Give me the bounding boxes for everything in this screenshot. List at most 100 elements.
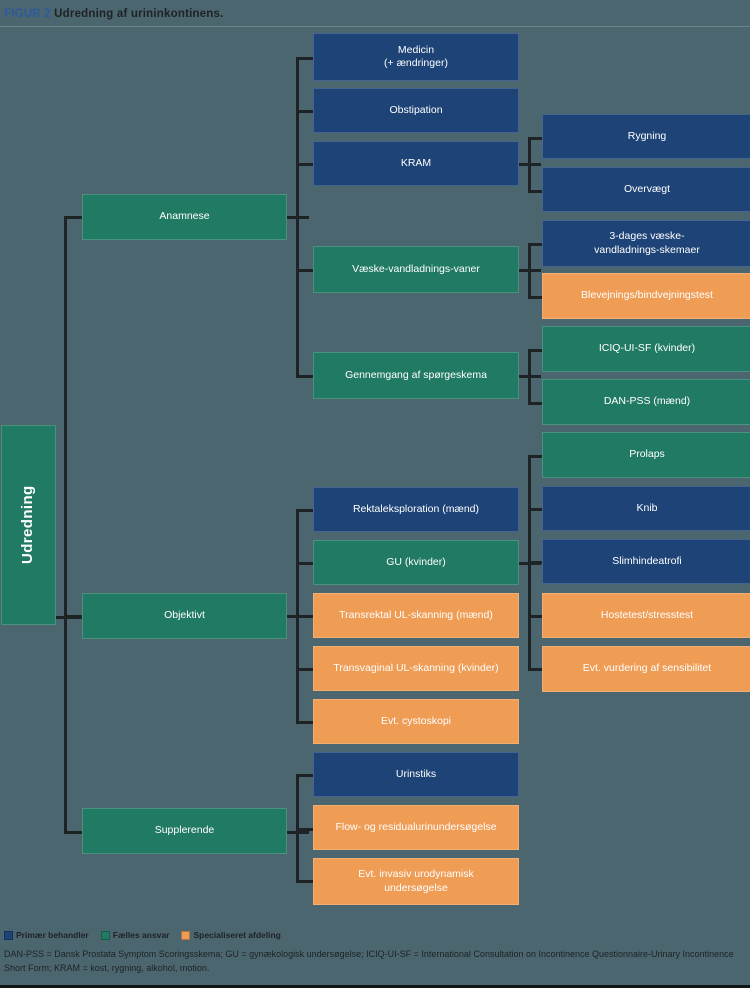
- connector-supplerende-urodynamisk: [296, 880, 314, 883]
- node-rektaleksploration[interactable]: Rektaleksploration (mænd): [313, 487, 519, 532]
- node-label-line2: (+ ændringer): [384, 57, 448, 69]
- connector-spoergeskema-spine: [528, 349, 531, 405]
- connector-supplerende-urinstiks: [296, 774, 314, 777]
- connector-anamnese-obstipation: [296, 110, 314, 113]
- node-label: Obstipation: [389, 103, 443, 116]
- node-label: Slimhindeatrofi: [612, 554, 682, 567]
- node-label: Supplerende: [154, 824, 215, 837]
- connector-objektivt-cystoskopi: [296, 721, 314, 724]
- connector-to-anamnese: [64, 216, 84, 219]
- connector-kram-spine: [528, 137, 531, 193]
- legend-swatch-green-icon: [100, 930, 110, 940]
- node-evt-vurdering-sensibilitet[interactable]: Evt. vurdering af sensibilitet: [542, 646, 750, 692]
- node-supplerende[interactable]: Supplerende: [82, 808, 287, 854]
- node-label: Urinstiks: [395, 767, 437, 780]
- connector-vaeske-spine: [528, 243, 531, 299]
- node-evt-invasiv-urodynamisk[interactable]: Evt. invasiv urodynamisk undersøgelse: [313, 858, 519, 905]
- node-urinstiks[interactable]: Urinstiks: [313, 752, 519, 797]
- footer-divider: [0, 985, 750, 988]
- node-transrektal-ul[interactable]: Transrektal UL-skanning (mænd): [313, 593, 519, 638]
- node-label: Prolaps: [629, 448, 665, 461]
- node-label: ICIQ-UI-SF (kvinder): [598, 342, 696, 355]
- legend-swatch-orange-icon: [181, 930, 191, 940]
- legend: Primær behandler Fælles ansvar Specialis…: [4, 930, 286, 940]
- connector-anamnese-spoergeskema: [296, 375, 314, 378]
- connector-gu-prolaps: [528, 455, 542, 458]
- page-title: Udredning af urininkontinens.: [54, 8, 224, 20]
- connector-spoergeskema-danpss: [528, 402, 542, 405]
- node-label: Hostetest/stresstest: [600, 608, 694, 621]
- node-label: Blevejnings/bindvejningstest: [581, 289, 713, 302]
- node-hostetest-stresstest[interactable]: Hostetest/stresstest: [542, 593, 750, 638]
- connector-anamnese-vaeske: [296, 269, 314, 272]
- node-label-line1: Evt. invasiv urodynamisk: [358, 868, 474, 881]
- node-label-line1: Medicin: [397, 43, 435, 56]
- node-vaeske-vandladnings-vaner[interactable]: Væske-vandladnings-vaner: [313, 246, 519, 293]
- figure-footnote: DAN-PSS = Dansk Prostata Symptom Scoring…: [4, 949, 734, 973]
- node-label: Rektaleksploration (mænd): [352, 502, 480, 515]
- node-3-dages-skemaer[interactable]: 3-dages væske- vandladnings-skemaer: [542, 220, 750, 267]
- node-label: Evt. cystoskopi: [380, 714, 452, 727]
- node-label: Udredning: [19, 485, 37, 565]
- connector-gu-hostetest: [528, 615, 542, 618]
- figure-header: FIGUR 2 Udredning af urininkontinens.: [4, 8, 224, 20]
- node-gu-kvinder[interactable]: GU (kvinder): [313, 540, 519, 585]
- node-udredning[interactable]: Udredning: [1, 425, 56, 625]
- legend-label: Primær behandler: [16, 930, 89, 940]
- node-gennemgang-spoergeskema[interactable]: Gennemgang af spørgeskema: [313, 352, 519, 399]
- connector-gu-knib: [528, 508, 542, 511]
- node-label: Væske-vandladnings-vaner: [352, 262, 480, 275]
- node-objektivt[interactable]: Objektivt: [82, 593, 287, 639]
- node-label: Anamnese: [159, 210, 210, 223]
- node-evt-cystoskopi[interactable]: Evt. cystoskopi: [313, 699, 519, 744]
- node-rygning[interactable]: Rygning: [542, 114, 750, 159]
- node-slimhindeatrofi[interactable]: Slimhindeatrofi: [542, 539, 750, 584]
- legend-swatch-blue-icon: [4, 930, 13, 940]
- node-label: KRAM: [400, 156, 432, 169]
- node-obstipation[interactable]: Obstipation: [313, 88, 519, 133]
- connector-objektivt-rektal: [296, 509, 314, 512]
- node-label: Transrektal UL-skanning (mænd): [339, 608, 493, 621]
- legend-item-specialiseret-afdeling: Specialiseret afdeling: [181, 930, 281, 940]
- connector-gu-slimhinde: [528, 561, 542, 564]
- node-dan-pss[interactable]: DAN-PSS (mænd): [542, 379, 750, 425]
- node-label: GU (kvinder): [386, 555, 446, 568]
- figure-number: FIGUR 2: [4, 8, 51, 20]
- node-label-line1: 3-dages væske-: [609, 230, 685, 243]
- node-iciq-ui-sf[interactable]: ICIQ-UI-SF (kvinder): [542, 326, 750, 372]
- connector-anamnese-spine: [296, 57, 299, 376]
- node-label: Gennemgang af spørgeskema: [345, 368, 487, 381]
- node-label: Flow- og residualurinundersøgelse: [335, 820, 497, 833]
- connector-main-trunk: [64, 216, 67, 834]
- connector-vaeske-skema: [528, 243, 542, 246]
- node-blevejningstest[interactable]: Blevejnings/bindvejningstest: [542, 273, 750, 319]
- node-transvaginal-ul[interactable]: Transvaginal UL-skanning (kvinder): [313, 646, 519, 691]
- node-kram[interactable]: KRAM: [313, 141, 519, 186]
- connector-kram-rygning: [528, 137, 542, 140]
- node-label: Objektivt: [164, 609, 205, 622]
- connector-gu-sensibilitet: [528, 668, 542, 671]
- node-medicin[interactable]: Medicin (+ ændringer): [313, 33, 519, 81]
- connector-spoergeskema-iciq: [528, 349, 542, 352]
- connector-objektivt-transrektal: [296, 615, 314, 618]
- node-label: Knib: [636, 501, 658, 514]
- node-flow-residualurin[interactable]: Flow- og residualurinundersøgelse: [313, 805, 519, 850]
- connector-anamnese-medicin: [296, 57, 314, 60]
- connector-vaeske-blevejning: [528, 296, 542, 299]
- legend-label: Specialiseret afdeling: [193, 930, 281, 940]
- node-label-line2: vandladnings-skemaer: [594, 243, 700, 256]
- node-prolaps[interactable]: Prolaps: [542, 432, 750, 478]
- node-anamnese[interactable]: Anamnese: [82, 194, 287, 240]
- connector-to-supplerende: [64, 831, 84, 834]
- node-label: Rygning: [627, 129, 667, 142]
- node-label: Evt. vurdering af sensibilitet: [582, 662, 712, 675]
- node-overvaegt[interactable]: Overvægt: [542, 167, 750, 212]
- legend-item-primaer-behandler: Primær behandler: [4, 930, 89, 940]
- node-label: Transvaginal UL-skanning (kvinder): [333, 661, 499, 674]
- node-label: DAN-PSS (mænd): [603, 395, 691, 408]
- connector-objektivt-gu: [296, 562, 314, 565]
- connector-anamnese-kram: [296, 163, 314, 166]
- node-label-line2: undersøgelse: [384, 881, 448, 894]
- node-knib[interactable]: Knib: [542, 486, 750, 531]
